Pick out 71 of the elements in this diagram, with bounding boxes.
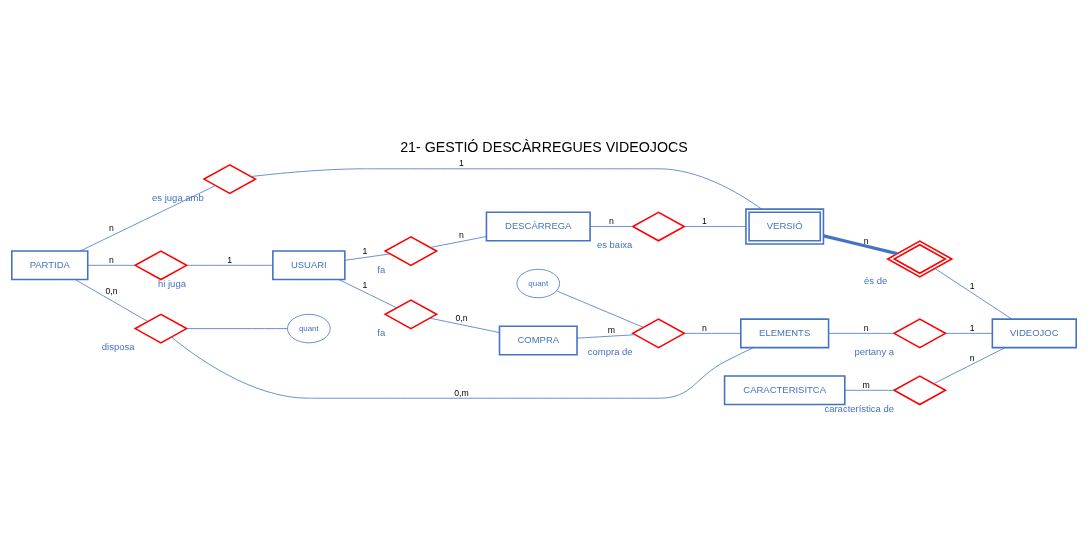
connector xyxy=(828,332,895,334)
connector xyxy=(556,289,644,328)
node-diamond xyxy=(631,210,686,242)
connector xyxy=(934,267,1013,319)
node-ellipse: quant xyxy=(516,268,560,298)
connector xyxy=(823,233,898,255)
edge-label: n xyxy=(459,229,464,240)
connector xyxy=(590,225,634,227)
connector xyxy=(429,317,500,333)
edge-label: 1 xyxy=(459,157,464,168)
connector xyxy=(338,278,398,308)
node-box: CARACTERISITCA xyxy=(723,374,846,405)
edge-label: n xyxy=(109,222,114,233)
edge-label: 0,m xyxy=(454,387,469,398)
connector xyxy=(171,336,754,399)
connector xyxy=(933,346,1006,384)
edge-label: n xyxy=(701,322,707,333)
edge-label: 1 xyxy=(227,254,233,265)
node-diamond xyxy=(202,163,258,194)
node-label: és de xyxy=(864,274,888,286)
connector xyxy=(75,278,149,322)
connector xyxy=(344,253,391,261)
connector xyxy=(87,264,136,266)
connector xyxy=(684,225,747,227)
node-label: compra de xyxy=(587,345,633,357)
connector xyxy=(250,167,763,209)
connector xyxy=(844,389,895,391)
node-diamond xyxy=(631,317,686,348)
edge-label: 1 xyxy=(969,322,975,333)
node-box: DESCÀRREGA xyxy=(485,211,591,242)
connector xyxy=(186,264,274,266)
diagram-title: 21- GESTIÓ DESCÀRREGUES VIDEOJOCS xyxy=(400,138,688,155)
edge-label: n xyxy=(863,322,869,333)
node-diamond xyxy=(383,235,439,266)
edge-label: n xyxy=(109,254,114,265)
edge-label: 1 xyxy=(362,245,368,256)
node-diamond xyxy=(133,312,189,344)
node-box: COMPRA xyxy=(498,324,578,355)
node-diamond xyxy=(892,374,948,405)
edge-label: m xyxy=(862,379,870,390)
connector xyxy=(576,333,636,339)
node-box: ELEMENTS xyxy=(740,317,830,348)
node-label: es baixa xyxy=(596,238,633,250)
edge-label: n xyxy=(863,235,869,246)
node-label: característica de xyxy=(824,402,895,414)
node-label: pertany a xyxy=(854,345,895,357)
node-label: fa xyxy=(377,263,386,275)
edge-label: m xyxy=(607,324,616,335)
node-diamond xyxy=(383,298,439,329)
edge-label: 0,n xyxy=(105,285,118,296)
connector xyxy=(79,184,216,251)
node-diamond xyxy=(133,249,189,280)
node-diamond xyxy=(886,239,954,278)
node-box: PARTIDA xyxy=(11,249,89,280)
edge-label: 1 xyxy=(701,215,707,226)
connector xyxy=(429,235,487,248)
node-label: hi juga xyxy=(158,277,186,289)
node-label: fa xyxy=(377,326,386,338)
node-box: USUARI xyxy=(272,249,346,280)
edge-label: 0,n xyxy=(455,312,468,323)
node-box: VIDEOJOC xyxy=(991,317,1077,348)
edge-label: n xyxy=(609,215,614,226)
node-label: disposa xyxy=(101,340,135,352)
connector xyxy=(186,327,288,329)
connector xyxy=(945,332,993,334)
node-diamond xyxy=(892,317,948,348)
edge-label: 1 xyxy=(969,280,975,291)
edge-label: n xyxy=(969,352,975,363)
edge-label: 1 xyxy=(362,279,368,290)
node-ellipse: quant xyxy=(287,313,331,343)
connector xyxy=(684,332,741,334)
